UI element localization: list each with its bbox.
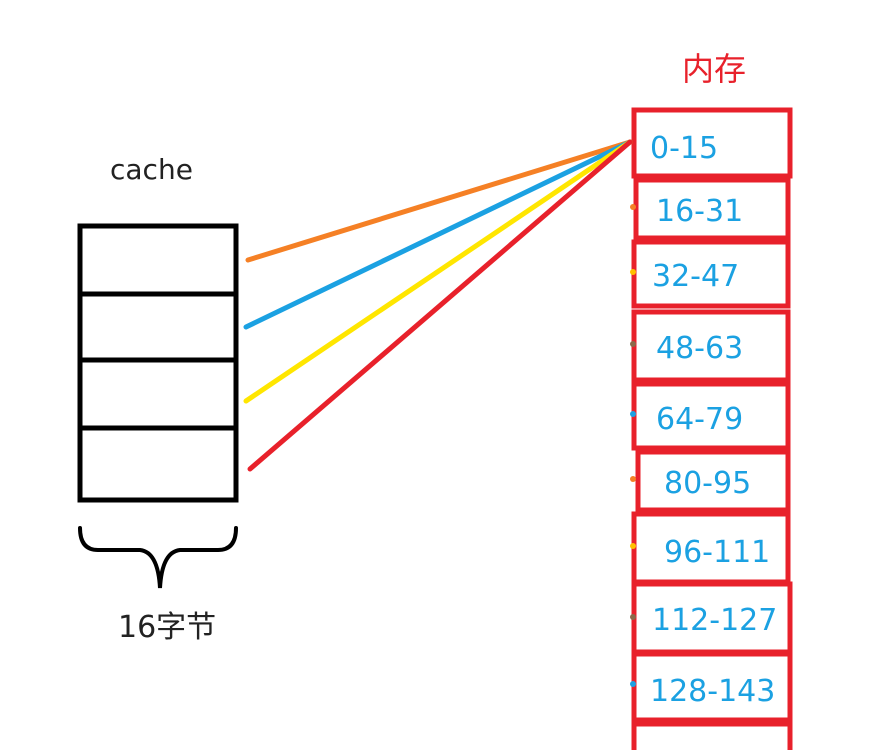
- mapping-line-4: [247, 139, 633, 472]
- mapping-lines: [243, 139, 633, 472]
- cache-size-label: 16字节: [118, 610, 217, 645]
- memory-dots: [630, 204, 636, 687]
- cache-line-4: [77, 425, 239, 503]
- memory-column: [631, 107, 793, 750]
- memory-block-label: 128-143: [650, 674, 776, 709]
- memory-block-label: 80-95: [664, 466, 752, 501]
- mapping-line-1: [245, 139, 633, 263]
- memory-dot: [630, 543, 636, 549]
- memory-block-label: 64-79: [656, 402, 744, 437]
- memory-block-label: 0-15: [650, 131, 719, 166]
- memory-block-label: 16-31: [656, 194, 744, 229]
- memory-block-2: [633, 177, 791, 241]
- size-brace: [78, 526, 238, 589]
- mapping-line-3: [243, 139, 633, 404]
- memory-dot: [630, 411, 636, 417]
- memory-dot: [630, 681, 636, 687]
- cache-line-2: [77, 291, 239, 363]
- memory-block-label: 96-111: [664, 535, 771, 570]
- memory-dot: [630, 269, 636, 275]
- memory-block-1: [631, 107, 793, 179]
- memory-block-label: 112-127: [652, 603, 778, 638]
- memory-block-label: 48-63: [656, 331, 744, 366]
- mapping-line-2: [243, 139, 633, 330]
- memory-dot: [630, 204, 636, 210]
- memory-block-tail: [631, 721, 793, 750]
- memory-dot: [630, 341, 636, 347]
- cache-block: [77, 223, 239, 503]
- cache-line-1: [77, 223, 239, 297]
- memory-dot: [630, 476, 636, 482]
- memory-block-label: 32-47: [652, 259, 740, 294]
- cache-line-3: [77, 357, 239, 431]
- memory-title: 内存: [682, 50, 747, 88]
- cache-title: cache: [110, 153, 193, 186]
- memory-block-6: [635, 449, 791, 513]
- memory-dot: [630, 614, 636, 620]
